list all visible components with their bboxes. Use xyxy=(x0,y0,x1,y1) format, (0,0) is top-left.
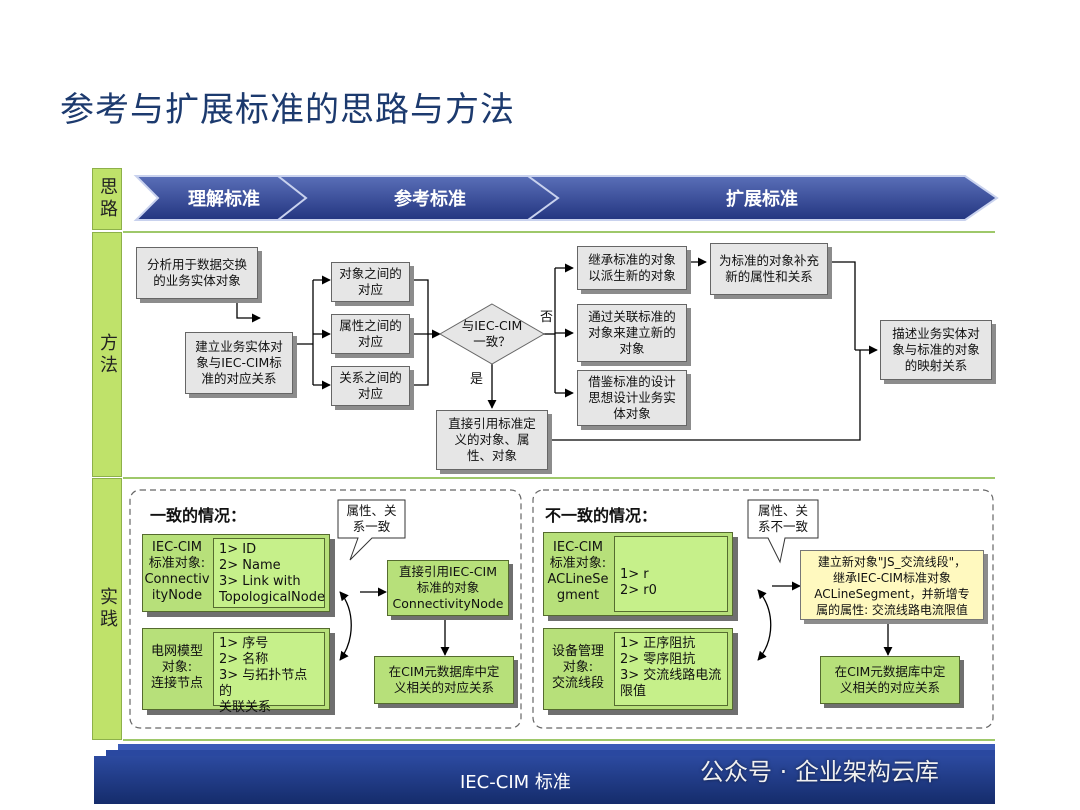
inconsistent-container xyxy=(532,489,994,729)
iec-cim-card-items: 1> ID 2> Name 3> Link with TopologicalNo… xyxy=(213,538,325,608)
chevron-extend-label: 扩展标准 xyxy=(726,189,798,210)
establish-box: 建立业务实体对 象与IEC-CIM标 准的对应关系 xyxy=(185,332,293,394)
equipment-card-items: 1> 正序阻抗 2> 零序阻抗 3> 交流线路电流 限值 xyxy=(614,632,728,706)
row-label-silu: 思路 xyxy=(92,168,122,230)
chevron-understand-label: 理解标准 xyxy=(188,189,260,210)
supplement-box: 为标准的对象补充 新的属性和关系 xyxy=(710,243,828,295)
consistent-define-box: 在CIM元数据库中定 义相关的对应关系 xyxy=(374,656,514,704)
row-label-shijian: 实践 xyxy=(92,478,122,740)
standard-bar xyxy=(94,744,995,804)
chevron-reference-label: 参考标准 xyxy=(394,189,466,210)
chevron-bar xyxy=(133,175,999,221)
inconsistent-define-box: 在CIM元数据库中定 义相关的对应关系 xyxy=(820,656,960,704)
aclinesegment-card-items: 1> r 2> r0 xyxy=(614,536,728,612)
grid-model-card-label: 电网模型 对象: 连接节点 xyxy=(150,644,203,691)
iec-cim-card-label: IEC-CIM 标准对象: Connectiv ityNode xyxy=(144,540,210,603)
describe-mapping-box: 描述业务实体对 象与标准的对象 的映射关系 xyxy=(880,320,992,380)
consistent-container xyxy=(129,489,522,729)
relation-correspondence-box: 关系之间的 对应 xyxy=(331,366,410,406)
consistent-callout: 属性、关 系一致 xyxy=(346,503,397,534)
page-title: 参考与扩展标准的思路与方法 xyxy=(60,90,515,130)
inconsistent-callout: 属性、关 系不一致 xyxy=(757,503,808,534)
decision-yes-label: 是 xyxy=(470,372,484,387)
method-connectors xyxy=(236,257,878,441)
direct-reference-box: 直接引用标准定 义的对象、属 性、对象 xyxy=(436,410,548,470)
analyze-box: 分析用于数据交换 的业务实体对象 xyxy=(136,247,258,299)
inconsistent-callout-bubble xyxy=(747,499,819,564)
association-box: 通过关联标准的 对象来建立新的 对象 xyxy=(577,304,687,362)
standard-bar-label: IEC-CIM 标准 xyxy=(460,772,571,793)
borrow-design-box: 借鉴标准的设计 思想设计业务实 体对象 xyxy=(577,370,687,426)
row-label-fangfa: 方法 xyxy=(92,232,122,477)
consistent-heading: 一致的情况： xyxy=(150,506,247,525)
frame xyxy=(123,231,995,741)
practice-connectors xyxy=(339,581,893,661)
chevron-extend xyxy=(524,175,999,221)
direct-reference-node-box: 直接引用IEC-CIM 标准的对象 ConnectivityNode xyxy=(387,560,509,616)
inherit-box: 继承标准的对象 以派生新的对象 xyxy=(577,246,687,290)
aclinesegment-card-label: IEC-CIM 标准对象: ACLineSe gment xyxy=(547,540,609,603)
watermark: 公众号 · 企业架构云库 xyxy=(700,758,939,786)
decision-label: 与IEC-CIM 一致？ xyxy=(461,318,523,349)
inconsistent-heading: 不一致的情况： xyxy=(545,506,658,525)
decision-diamond xyxy=(438,303,546,365)
object-correspondence-box: 对象之间的 对应 xyxy=(331,262,410,302)
decision-no-label: 否 xyxy=(540,310,554,325)
new-object-box: 建立新对象"JS_交流线段"， 继承IEC-CIM标准对象 ACLineSegm… xyxy=(800,550,984,620)
equipment-card-label: 设备管理 对象: 交流线段 xyxy=(551,644,604,691)
attribute-correspondence-box: 属性之间的 对应 xyxy=(331,314,410,354)
grid-model-card-items: 1> 序号 2> 名称 3> 与拓扑节点的 关联关系 xyxy=(213,632,325,715)
consistent-callout-bubble xyxy=(337,499,406,561)
